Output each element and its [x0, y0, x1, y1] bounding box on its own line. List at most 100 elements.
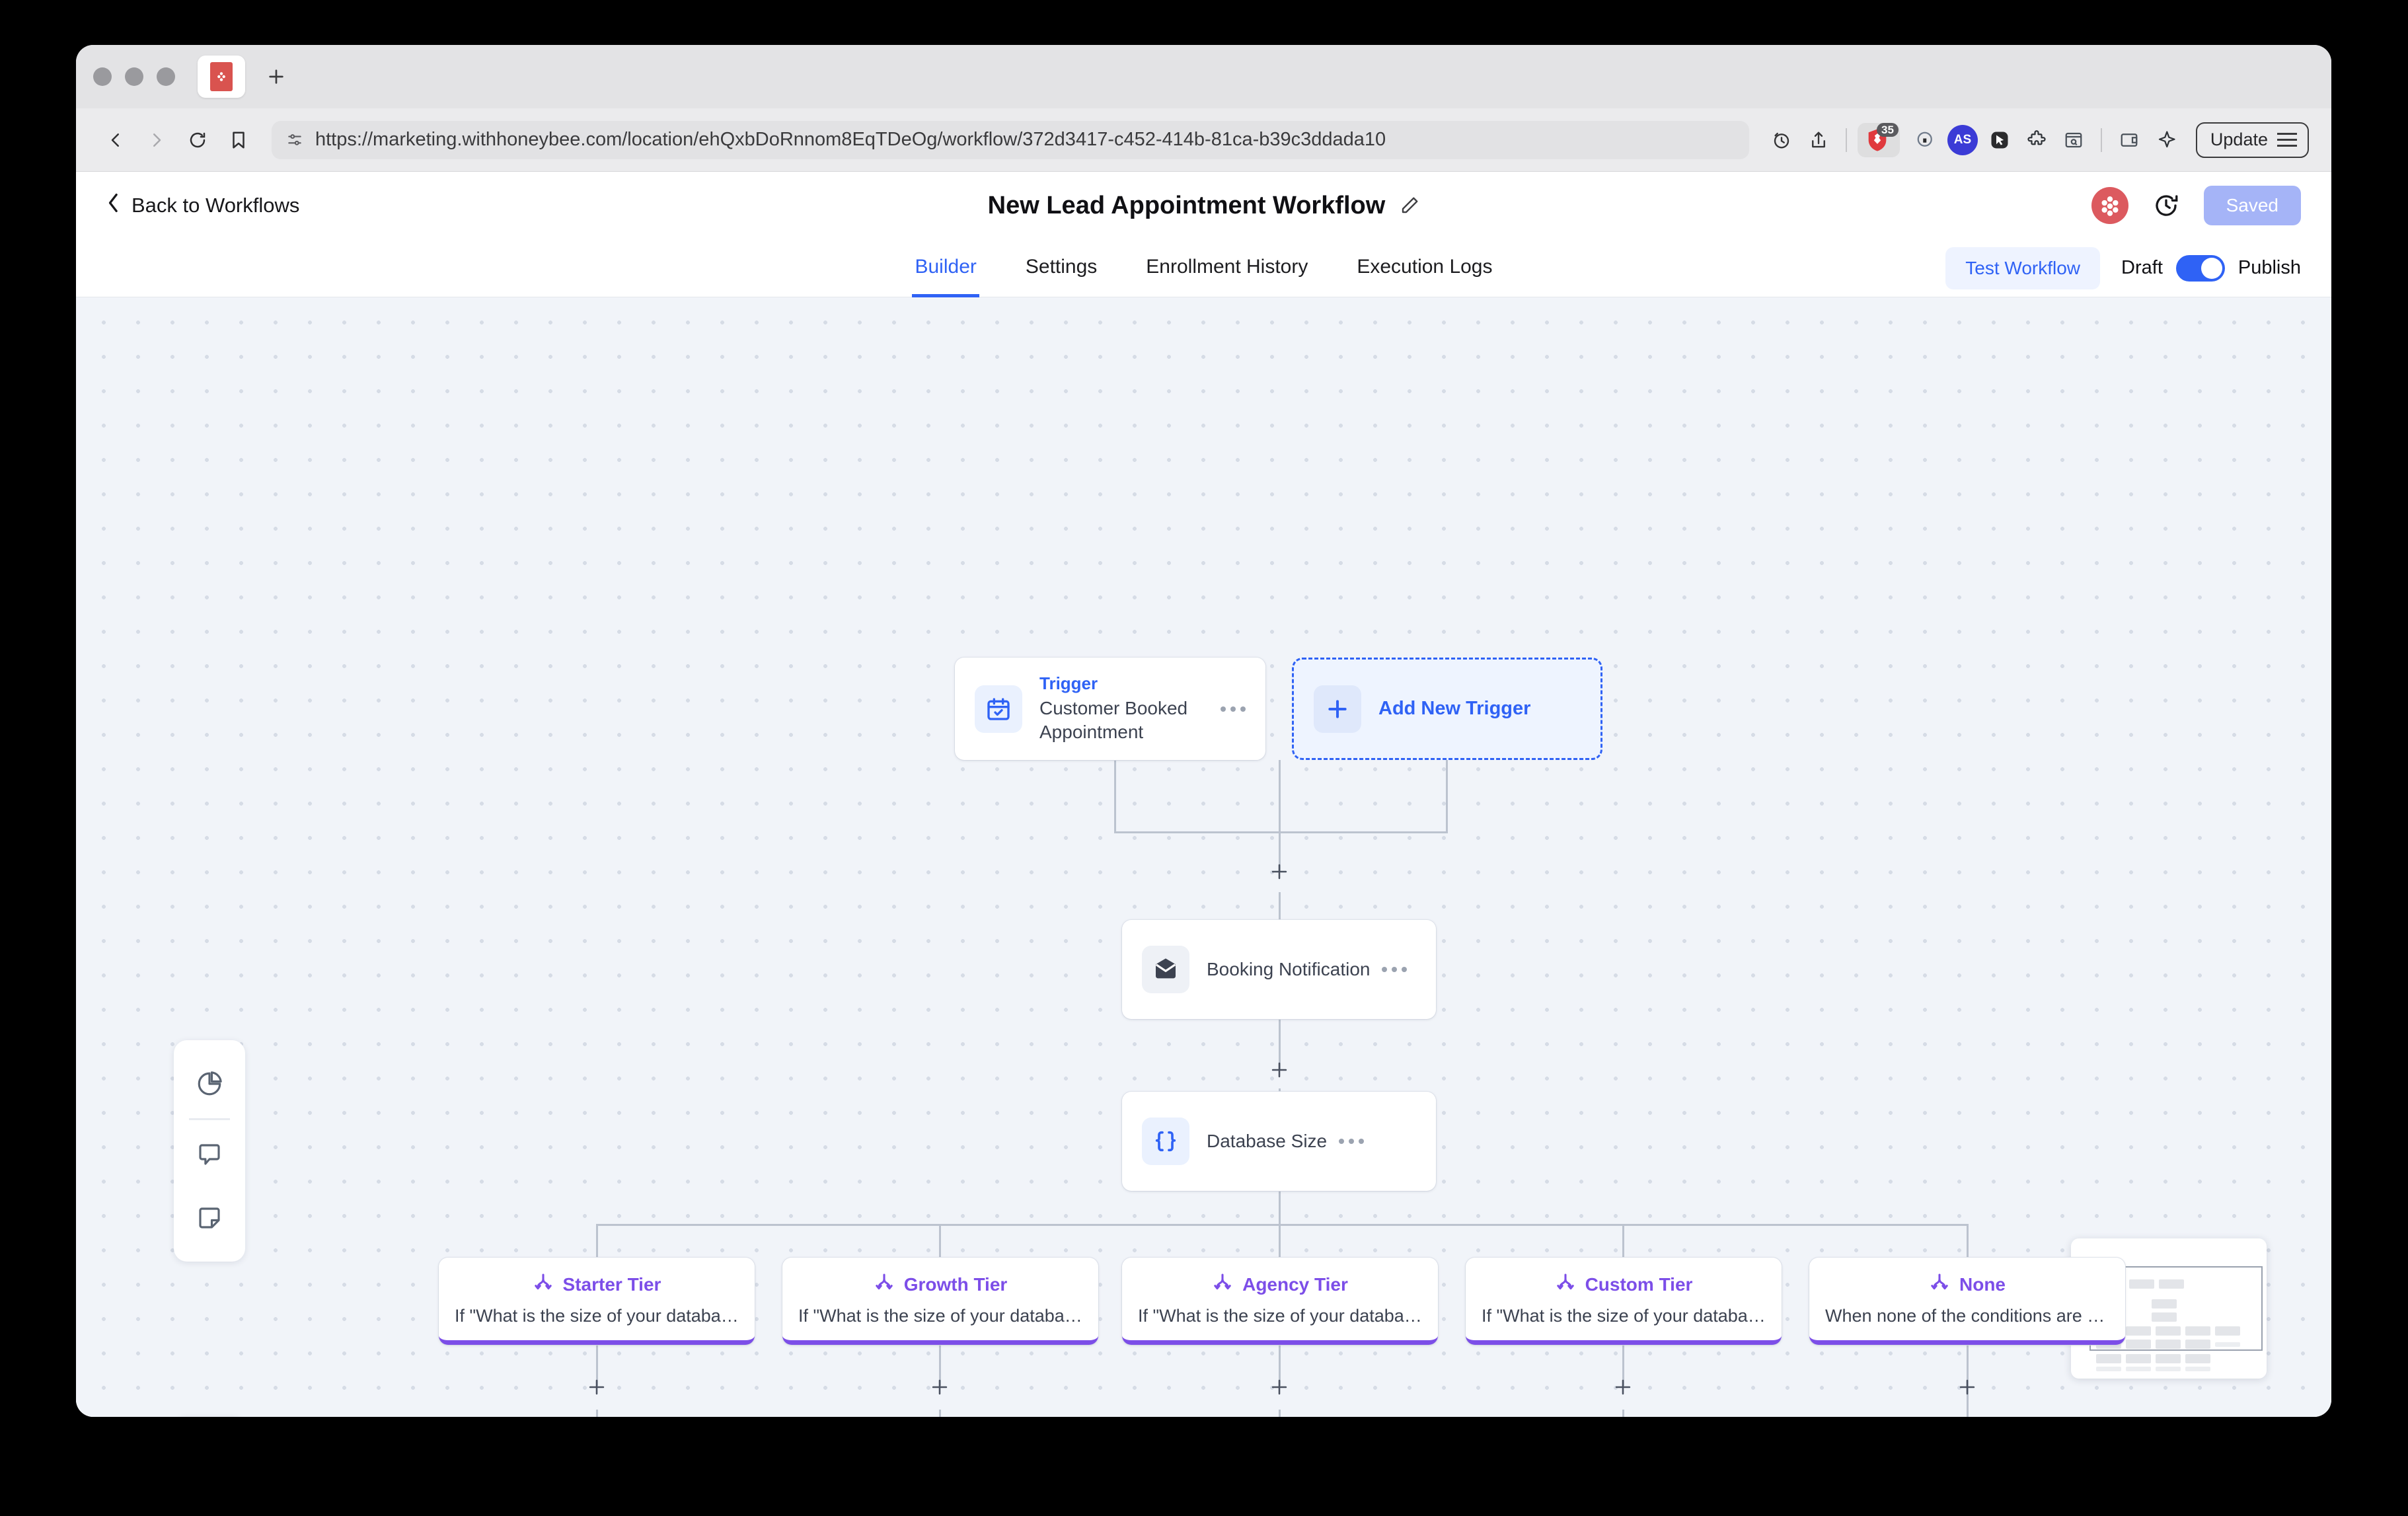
connector [1279, 1018, 1281, 1070]
browsing-history-icon[interactable] [1765, 124, 1798, 157]
connector [1279, 760, 1281, 872]
extension-as-badge: AS [1947, 124, 1978, 155]
extension-as-icon[interactable]: AS [1946, 124, 1979, 157]
shield-block-count: 35 [1877, 122, 1899, 137]
add-step-plus-icon[interactable] [1956, 1376, 1978, 1398]
extension-puzzle-icon[interactable] [2020, 124, 2053, 157]
branch-title: None [1959, 1273, 2006, 1295]
branch-title: Growth Tier [903, 1273, 1008, 1295]
node-database-size-label: Database Size [1207, 1131, 1328, 1152]
branch-none[interactable]: None When none of the conditions are met [1809, 1258, 2125, 1345]
draft-label: Draft [2121, 257, 2163, 278]
split-branch-icon [874, 1272, 895, 1297]
connector [596, 1410, 598, 1417]
forward-icon[interactable] [139, 123, 174, 157]
browser-toolbar: https://marketing.withhoneybee.com/locat… [76, 108, 2331, 172]
toolbar-divider-1 [1845, 128, 1847, 152]
add-step-plus-icon[interactable] [928, 1376, 951, 1398]
connector [1114, 831, 1448, 833]
split-branch-icon [1555, 1272, 1576, 1297]
back-icon[interactable] [98, 123, 133, 157]
node-booking-notification[interactable]: Booking Notification [1122, 920, 1436, 1019]
branch-header: Growth Tier [874, 1272, 1008, 1297]
update-button[interactable]: Update [2195, 122, 2309, 158]
pencil-icon[interactable] [1400, 196, 1419, 215]
node-menu-icon[interactable] [1339, 1139, 1365, 1144]
maximize-window-button[interactable] [157, 67, 175, 86]
header-actions: Saved [2091, 186, 2301, 225]
node-menu-icon[interactable] [1221, 706, 1246, 712]
pie-chart-icon[interactable] [174, 1052, 245, 1116]
extension-lock-icon[interactable] [1909, 124, 1942, 157]
add-step-plus-icon[interactable] [1612, 1376, 1634, 1398]
connector [1279, 1191, 1281, 1225]
page-title: New Lead Appointment Workflow [987, 191, 1386, 219]
branch-subtitle: If "What is the size of your database... [798, 1306, 1082, 1326]
tab-settings[interactable]: Settings [1025, 255, 1098, 278]
add-step-plus-icon[interactable] [1268, 860, 1291, 883]
brave-shield-button[interactable]: 35 [1857, 122, 1900, 157]
add-step-plus-icon[interactable] [585, 1376, 608, 1398]
node-database-size[interactable]: Database Size [1122, 1092, 1436, 1191]
url-text: https://marketing.withhoneybee.com/locat… [315, 129, 1386, 150]
connector [1114, 760, 1116, 833]
history-clock-icon[interactable] [2152, 192, 2180, 219]
minimize-window-button[interactable] [125, 67, 143, 86]
connector [1279, 1345, 1281, 1386]
address-bar[interactable]: https://marketing.withhoneybee.com/locat… [272, 120, 1749, 159]
connector [596, 1224, 1969, 1226]
branch-starter-tier[interactable]: Starter Tier If "What is the size of you… [439, 1258, 755, 1345]
connector [1967, 1224, 1969, 1258]
connector [1279, 892, 1281, 940]
branch-header: Starter Tier [533, 1272, 661, 1297]
braces-icon [1142, 1118, 1189, 1165]
publish-toggle[interactable] [2175, 254, 2225, 282]
extension-search-box-icon[interactable] [2057, 124, 2090, 157]
connector [596, 1224, 598, 1258]
branch-growth-tier[interactable]: Growth Tier If "What is the size of your… [782, 1258, 1098, 1345]
new-tab-button[interactable] [256, 56, 297, 97]
publish-label: Publish [2238, 257, 2301, 278]
workflow-canvas[interactable]: Trigger Customer Booked Appointment Add … [76, 297, 2331, 1417]
branch-subtitle: If "What is the size of your database... [1482, 1306, 1766, 1326]
tab-list: Builder Settings Enrollment History Exec… [76, 239, 2331, 297]
node-trigger[interactable]: Trigger Customer Booked Appointment [955, 658, 1265, 760]
branch-agency-tier[interactable]: Agency Tier If "What is the size of your… [1122, 1258, 1438, 1345]
tab-builder[interactable]: Builder [912, 239, 979, 297]
branch-subtitle: If "What is the size of your database... [455, 1306, 739, 1326]
site-settings-icon[interactable] [286, 132, 303, 149]
wallet-icon[interactable] [2113, 124, 2146, 157]
test-workflow-button[interactable]: Test Workflow [1945, 246, 2101, 289]
note-icon[interactable] [174, 1186, 245, 1250]
connector [1622, 1410, 1624, 1417]
connector [1446, 760, 1448, 833]
reload-icon[interactable] [180, 123, 215, 157]
close-window-button[interactable] [93, 67, 112, 86]
browser-tab-active[interactable] [198, 56, 245, 98]
comment-icon[interactable] [174, 1123, 245, 1186]
branch-header: None [1929, 1272, 2006, 1297]
node-trigger-body: Trigger Customer Booked Appointment [1039, 673, 1209, 744]
tab-enrollment-history[interactable]: Enrollment History [1146, 255, 1308, 278]
canvas-tool-rail [174, 1040, 245, 1262]
branch-custom-tier[interactable]: Custom Tier If "What is the size of your… [1466, 1258, 1782, 1345]
connector [939, 1224, 941, 1258]
back-to-workflows-link[interactable]: Back to Workflows [106, 192, 299, 219]
saved-button[interactable]: Saved [2203, 186, 2301, 225]
tab-execution-logs[interactable]: Execution Logs [1357, 255, 1493, 278]
add-step-plus-icon[interactable] [1268, 1376, 1291, 1398]
minimap-row [2096, 1354, 2210, 1363]
minimap-row [2152, 1299, 2177, 1308]
ai-sparkle-icon[interactable] [2150, 124, 2183, 157]
honeybee-logo-icon[interactable] [2091, 187, 2128, 224]
calendar-check-icon [975, 685, 1022, 733]
share-icon[interactable] [1802, 124, 1835, 157]
extension-cursor-icon[interactable] [1983, 124, 2016, 157]
node-menu-icon[interactable] [1382, 967, 1408, 972]
add-step-plus-icon[interactable] [1268, 1059, 1291, 1081]
connector [939, 1410, 941, 1417]
add-new-trigger-button[interactable]: Add New Trigger [1292, 658, 1602, 760]
bookmark-icon[interactable] [221, 123, 256, 157]
browser-menu-icon[interactable] [2277, 133, 2297, 147]
